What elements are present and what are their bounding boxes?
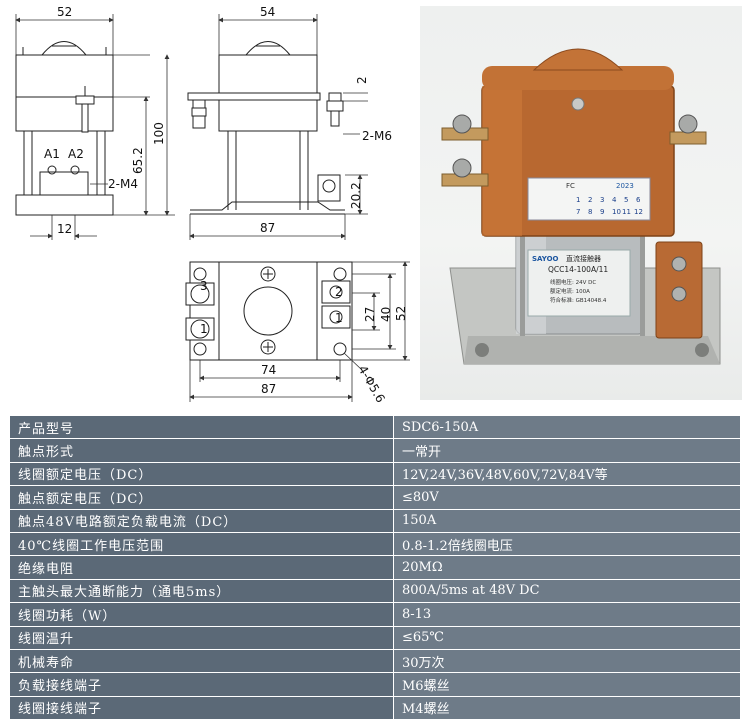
label-line-2: 额定电流: 100A xyxy=(550,287,590,295)
spec-label: 触点形式 xyxy=(10,438,394,463)
spec-value: 一常开 xyxy=(393,438,740,463)
month-grid: 1 2 3 4 5 6 7 8 9 10 11 12 xyxy=(576,196,643,216)
spec-label: 线圈功耗（W） xyxy=(10,602,394,627)
top-width-label: 87 xyxy=(261,382,276,396)
spec-value: 150A xyxy=(393,509,740,533)
month-cell: 2 xyxy=(588,196,592,204)
month-cell: 9 xyxy=(600,208,604,216)
height-total-label: 100 xyxy=(152,122,166,145)
stud-nut-right xyxy=(678,114,698,134)
month-cell: 6 xyxy=(636,196,641,204)
mounting-holes-label: 4-Φ5.6 xyxy=(355,363,387,405)
spec-value: ≤65℃ xyxy=(393,626,740,650)
label-brand: SAYOO xyxy=(532,255,559,263)
base-height-label: 20.2 xyxy=(349,182,363,209)
label-line-1: 线圈电压: 24V DC xyxy=(550,278,596,286)
base-width-label: 87 xyxy=(260,221,275,235)
coil-label xyxy=(527,249,631,317)
spec-label: 40℃线圈工作电压范围 xyxy=(10,532,394,557)
contact-number-3: 3 xyxy=(200,279,208,293)
bracket-thickness-label: 2 xyxy=(355,76,369,84)
depth-total-label: 52 xyxy=(394,306,408,321)
table-row: 触点额定电压（DC）≤80V xyxy=(10,485,740,510)
base-hole-left xyxy=(475,343,489,357)
contact-number-1-right: 1 xyxy=(335,311,343,325)
label-model: QCC14-100A/11 xyxy=(548,265,608,274)
spec-label: 产品型号 xyxy=(10,416,394,440)
spec-label: 线圈接线端子 xyxy=(10,696,394,721)
front-width-label: 52 xyxy=(57,5,72,19)
table-row: 触点48V电路额定负载电流（DC）150A xyxy=(10,509,740,533)
month-cell: 1 xyxy=(576,196,580,204)
table-row: 触点形式一常开 xyxy=(10,438,740,463)
stud-thread-label: 2-M6 xyxy=(362,129,392,143)
spec-label: 线圈温升 xyxy=(10,626,394,650)
top-view: 3 1 2 1 74 87 27 40 52 4-Φ5.6 xyxy=(185,261,410,405)
stud-nut-left-upper xyxy=(452,114,472,134)
month-cell: 5 xyxy=(624,196,628,204)
date-label xyxy=(527,177,651,221)
table-row: 线圈温升≤65℃ xyxy=(10,626,740,650)
spec-label: 绝缘电阻 xyxy=(10,555,394,580)
table-row: 线圈功耗（W）8-13 xyxy=(10,602,740,627)
spec-label: 触点48V电路额定负载电流（DC） xyxy=(10,509,394,533)
spec-label: 负载接线端子 xyxy=(10,672,394,697)
spec-value: 12V,24V,36V,48V,60V,72V,84V等 xyxy=(393,462,740,487)
month-cell: 8 xyxy=(588,208,592,216)
spec-value: 30万次 xyxy=(393,649,740,674)
dimension-drawing: 52 A1 A2 2-M4 12 100 65.2 xyxy=(15,5,410,405)
spec-value: 800A/5ms at 48V DC xyxy=(393,579,740,604)
terminal-a2-label: A2 xyxy=(68,147,84,161)
table-row: 线圈额定电压（DC）12V,24V,36V,48V,60V,72V,84V等 xyxy=(10,462,740,487)
spec-label: 机械寿命 xyxy=(10,649,394,674)
side-width-top-label: 54 xyxy=(260,5,275,19)
spec-value: 0.8-1.2倍线圈电压 xyxy=(393,532,740,557)
table-row: 主触头最大通断能力（通电5ms）800A/5ms at 48V DC xyxy=(10,579,740,604)
coil-terminal-screw-2 xyxy=(671,286,687,302)
label-product-name: 直流接触器 xyxy=(566,254,601,263)
month-cell: 3 xyxy=(600,196,604,204)
busbar-right xyxy=(669,131,707,145)
spec-value: M6螺丝 xyxy=(393,672,740,697)
spec-label: 主触头最大通断能力（通电5ms） xyxy=(10,579,394,604)
month-cell: 10 xyxy=(612,208,621,216)
contact-number-2: 2 xyxy=(335,285,343,299)
terminal-spacing-label: 12 xyxy=(57,222,72,236)
month-cell: 7 xyxy=(576,208,580,216)
date-year: 2023 xyxy=(616,182,634,190)
coil-terminal-screw-1 xyxy=(671,256,687,272)
spec-label: 线圈额定电压（DC） xyxy=(10,462,394,487)
terminal-thread-label: 2-M4 xyxy=(108,177,138,191)
spec-value: 8-13 xyxy=(393,602,740,627)
inner-dim-label: 27 xyxy=(363,307,377,322)
spec-label: 触点额定电压（DC） xyxy=(10,485,394,510)
base-hole-right xyxy=(695,343,709,357)
front-view: 52 A1 A2 2-M4 12 100 65.2 xyxy=(15,5,175,240)
spec-value: M4螺丝 xyxy=(393,696,740,721)
month-cell: 4 xyxy=(612,196,617,204)
stud-nut-left-lower xyxy=(452,158,472,178)
spec-value: SDC6-150A xyxy=(393,416,740,440)
spec-value: 20MΩ xyxy=(393,555,740,580)
month-cell: 11 xyxy=(622,208,631,216)
hole-spacing-x-label: 74 xyxy=(261,363,276,377)
housing-dome xyxy=(532,48,624,71)
label-line-3: 符合标准: GB14048.4 xyxy=(550,296,607,304)
height-coil-label: 65.2 xyxy=(131,147,145,174)
product-photo: SAYOO 直流接触器 QCC14-100A/11 线圈电压: 24V DC 额… xyxy=(420,6,742,400)
date-cert: FC xyxy=(566,182,575,190)
hole-spacing-y-label: 40 xyxy=(379,307,393,322)
month-cell: 12 xyxy=(634,208,643,216)
contact-number-1-left: 1 xyxy=(200,322,208,336)
spec-value: ≤80V xyxy=(393,485,740,510)
terminal-a1-label: A1 xyxy=(44,147,60,161)
side-view: 54 2 2-M6 20.2 87 xyxy=(187,5,392,240)
